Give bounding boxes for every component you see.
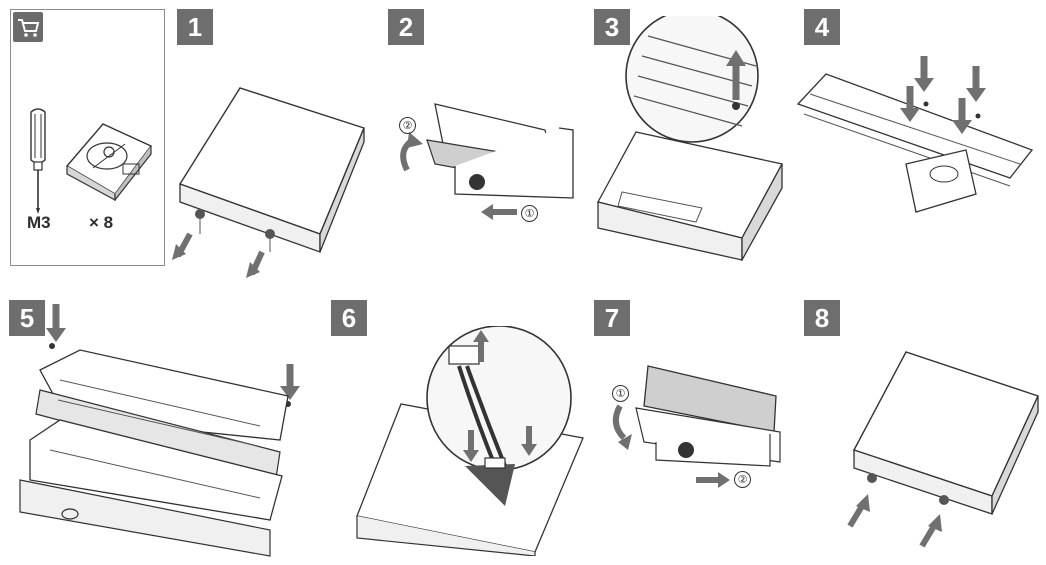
step-6-illustration xyxy=(355,326,585,556)
hard-disk-icon xyxy=(65,123,153,201)
shopping-cart-icon xyxy=(18,19,40,37)
step-8-badge: 8 xyxy=(804,300,840,336)
step-1-badge: 1 xyxy=(177,9,213,45)
step-2-badge: 2 xyxy=(388,9,424,45)
screw-icon xyxy=(195,209,205,219)
step-1-illustration xyxy=(170,84,370,284)
step-4-illustration xyxy=(796,54,1036,219)
step-7-illustration: ① ② xyxy=(600,362,790,497)
step-5-badge: 5 xyxy=(9,300,45,336)
step-2-callout-a: ② xyxy=(399,116,416,134)
step-2-callout-b: ① xyxy=(521,204,538,222)
screw-icon xyxy=(867,473,877,483)
screw-icon xyxy=(265,229,275,239)
screwdriver-icon xyxy=(30,108,46,214)
screw-quantity-label: × 8 xyxy=(89,213,114,232)
step-4-badge: 4 xyxy=(804,9,840,45)
step-6-badge: 6 xyxy=(331,300,367,336)
step-2-illustration: ② ① xyxy=(395,100,585,230)
step-8-illustration xyxy=(842,350,1042,550)
parts-box: M3 × 8 xyxy=(10,9,165,266)
step-7-callout-a: ① xyxy=(612,384,629,402)
screw-size-label: M3 xyxy=(27,213,51,232)
magnifier-circle xyxy=(625,16,759,143)
step-3-illustration xyxy=(592,16,792,261)
screw-icon xyxy=(939,495,949,505)
step-7-callout-b: ② xyxy=(734,470,751,488)
cart-badge xyxy=(13,12,43,42)
step-7-badge: 7 xyxy=(594,300,630,336)
step-3-badge: 3 xyxy=(594,9,630,45)
step-5-illustration xyxy=(0,300,300,560)
